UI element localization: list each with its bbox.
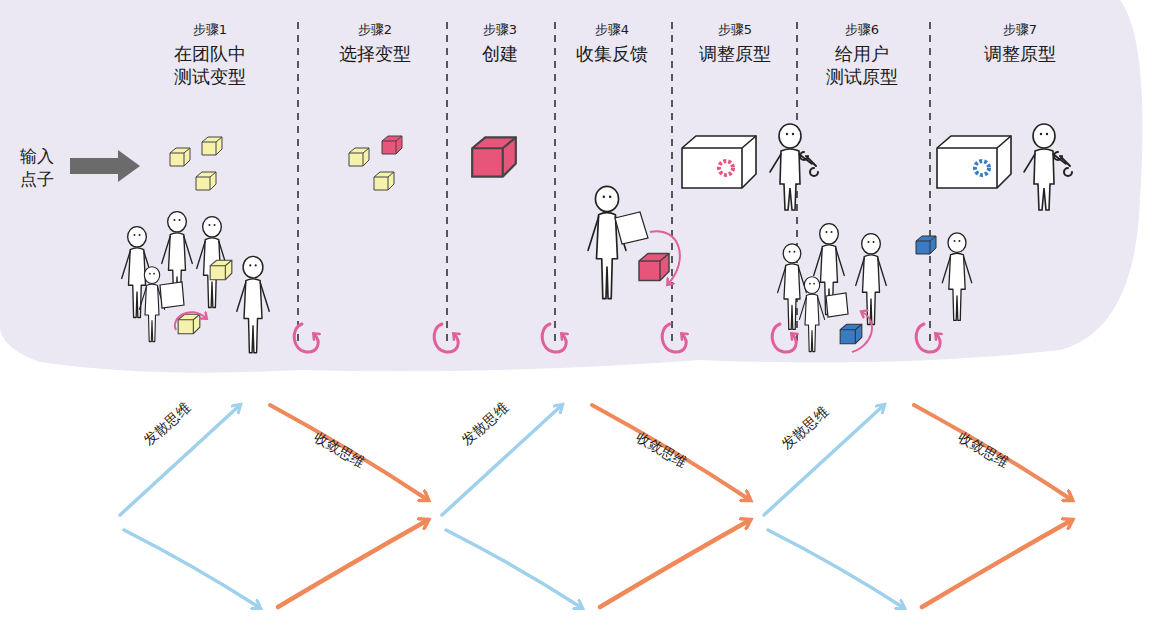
thinking-arrow <box>124 530 260 608</box>
thinking-arrow <box>592 405 750 500</box>
thinking-arrows <box>120 405 1072 608</box>
column-separators <box>298 22 930 345</box>
thinking-label: 发散思维 <box>778 403 832 454</box>
thinking-label: 收敛思维 <box>955 428 1013 472</box>
step-title: 选择变型 <box>338 42 412 65</box>
thinking-arrow <box>446 530 582 608</box>
step4-illustration <box>588 186 680 298</box>
thinking-label: 收敛思维 <box>311 428 369 472</box>
step-title: 在团队中 测试变型 <box>173 42 247 89</box>
step-title: 给用户 测试原型 <box>825 42 899 89</box>
step3-illustration <box>472 137 516 176</box>
thinking-arrow <box>270 405 428 500</box>
step5-illustration <box>682 124 818 210</box>
step-number: 步骤2 <box>358 22 392 39</box>
step6-illustration <box>778 224 887 352</box>
step-number: 步骤6 <box>845 22 879 39</box>
step1-illustration <box>122 137 270 353</box>
step-title: 收集反馈 <box>575 42 649 65</box>
thinking-arrow <box>768 530 904 608</box>
step-title: 调整原型 <box>698 42 772 65</box>
thinking-label: 发散思维 <box>140 399 194 450</box>
input-label: 输入 点子 <box>20 145 56 191</box>
thinking-arrow <box>600 520 750 607</box>
step2-illustration <box>349 136 402 190</box>
step-number: 步骤7 <box>1003 22 1037 39</box>
thinking-arrow <box>914 405 1072 500</box>
step7-illustration <box>916 124 1072 320</box>
input-arrow <box>70 150 140 182</box>
thinking-arrow <box>922 520 1072 607</box>
thinking-label: 收敛思维 <box>633 428 691 472</box>
step-number: 步骤5 <box>718 22 752 39</box>
step-number: 步骤4 <box>595 22 629 39</box>
step-number: 步骤3 <box>483 22 517 39</box>
thinking-arrow <box>278 520 428 607</box>
step-number: 步骤1 <box>193 22 227 39</box>
iteration-loops <box>294 324 940 352</box>
step-title: 创建 <box>463 42 537 65</box>
thinking-label: 发散思维 <box>458 399 512 450</box>
step-title: 调整原型 <box>983 42 1057 65</box>
panel <box>0 0 1143 373</box>
thinking-arrow <box>442 405 562 515</box>
